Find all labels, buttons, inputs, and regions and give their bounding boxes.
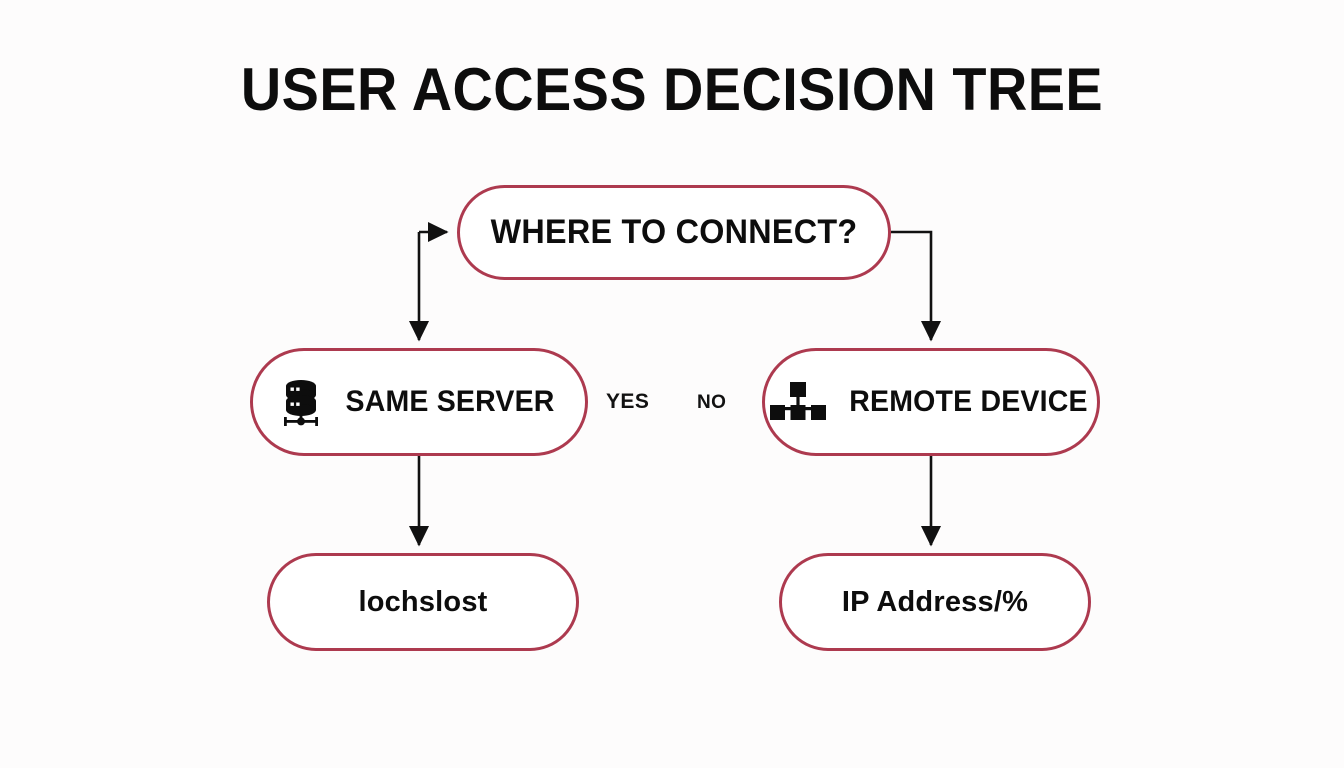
edge-root-to-same-server (408, 221, 449, 342)
node-content: SAME SERVER (268, 377, 570, 427)
page-title: USER ACCESS DECISION TREE (240, 56, 1104, 123)
edge-label-no: NO (697, 392, 727, 413)
node-label-localhost: lochslost (358, 585, 488, 618)
node-label-remote-device: REMOTE DEVICE (848, 385, 1088, 418)
node-label-same-server: SAME SERVER (345, 385, 555, 418)
node-localhost[interactable]: lochslost (267, 553, 579, 651)
node-content: WHERE TO CONNECT? (471, 213, 877, 252)
node-content: lochslost (348, 586, 497, 619)
node-ip-address[interactable]: IP Address/% (779, 553, 1091, 651)
network-sitemap-icon (769, 380, 827, 424)
node-content: REMOTE DEVICE (759, 380, 1104, 424)
node-same-server[interactable]: SAME SERVER (250, 348, 588, 456)
node-where-to-connect[interactable]: WHERE TO CONNECT? (457, 185, 891, 280)
node-label-where-to-connect: WHERE TO CONNECT? (490, 213, 858, 251)
database-server-icon (278, 377, 324, 427)
node-label-ip-address: IP Address/% (841, 585, 1029, 618)
edge-label-yes: YES (606, 390, 650, 413)
edge-root-to-remote-device (891, 230, 942, 342)
node-remote-device[interactable]: REMOTE DEVICE (762, 348, 1100, 456)
node-content: IP Address/% (832, 586, 1038, 619)
